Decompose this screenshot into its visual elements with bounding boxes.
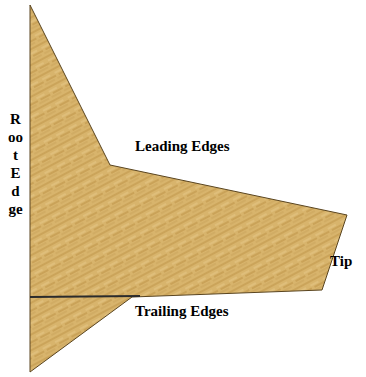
leading-edges-label: Leading Edges <box>135 137 230 155</box>
fin-shape <box>30 5 347 372</box>
trailing-edge-line <box>30 296 140 297</box>
trailing-edges-label: Trailing Edges <box>135 302 229 320</box>
root-edge-label: Root Edge <box>8 110 23 218</box>
tip-label: Tip <box>330 252 352 270</box>
